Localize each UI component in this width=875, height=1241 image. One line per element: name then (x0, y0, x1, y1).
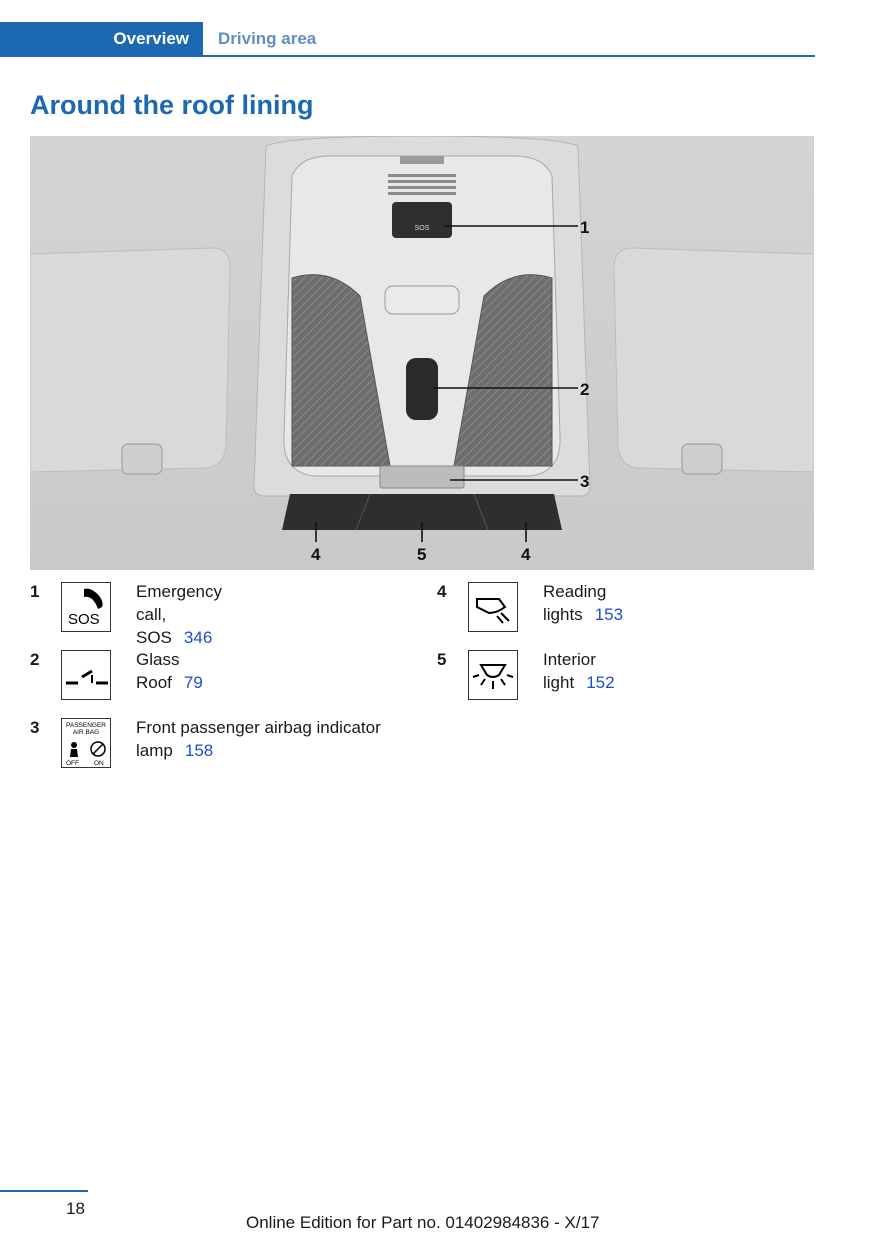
sos-icon-text: SOS (68, 611, 100, 628)
callout-1: 1 (580, 218, 589, 237)
header-rule (0, 55, 815, 57)
legend-number: 5 (437, 650, 447, 669)
page-ref-link[interactable]: 79 (183, 673, 203, 692)
airbag-icon-line2: AIR BAG (73, 729, 99, 736)
glass-roof-icon (61, 650, 111, 700)
tab-driving-area[interactable]: Driving area (218, 22, 316, 56)
tab-driving-area-label: Driving area (218, 29, 317, 48)
legend-number: 1 (30, 582, 40, 601)
tab-overview[interactable]: Overview (0, 22, 203, 56)
callout-4-right: 4 (521, 545, 531, 564)
callout-2: 2 (580, 380, 589, 399)
airbag-icon-off: OFF (66, 760, 79, 767)
page-ref-link[interactable]: 158 (184, 741, 214, 760)
page-ref-link[interactable]: 153 (594, 605, 624, 624)
airbag-icon-on: ON (94, 760, 104, 767)
page-ref-link[interactable]: 152 (586, 673, 615, 692)
tab-overview-label: Overview (113, 29, 189, 48)
roof-lining-photo: SOS 1 2 3 4 5 4 (30, 136, 814, 570)
airbag-indicator-icon: PASSENGER AIR BAG OFF ON (61, 718, 111, 768)
interior-light-icon (468, 650, 518, 700)
callout-5: 5 (417, 545, 426, 564)
legend-number: 3 (30, 718, 40, 737)
photo-sos-label: SOS (415, 225, 430, 232)
page-number: 18 (66, 1199, 85, 1218)
sos-call-icon: SOS (61, 582, 111, 632)
edition-note: Online Edition for Part no. 01402984836 … (246, 1213, 600, 1232)
callout-4-left: 4 (311, 545, 321, 564)
callout-3: 3 (580, 472, 589, 491)
page-title: Around the roof lining (30, 90, 314, 120)
reading-light-icon (468, 582, 518, 632)
footer-rule (0, 1190, 88, 1192)
legend-number: 4 (437, 582, 447, 601)
section-tabs: Overview Driving area (0, 22, 815, 57)
legend-number: 2 (30, 650, 40, 669)
airbag-icon-line1: PASSENGER (66, 722, 106, 729)
page-ref-link[interactable]: 346 (183, 628, 213, 647)
